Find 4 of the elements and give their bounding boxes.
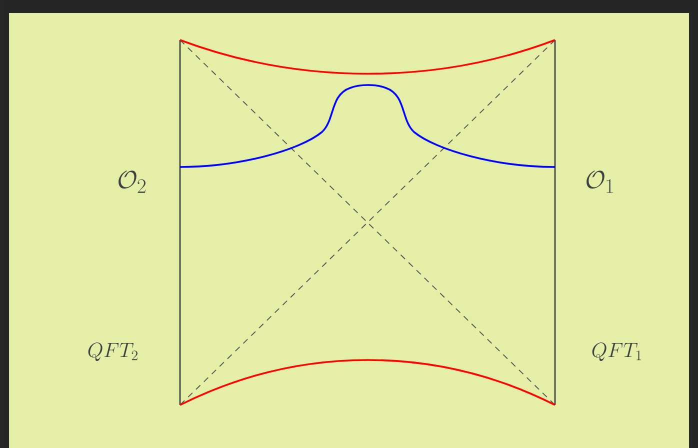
boundary-label: $QFT_1$ [592, 342, 641, 362]
boundary-label: $QFT_2$ [88, 342, 138, 362]
operator-label: $\mathcal{O}_2$ [118, 170, 146, 193]
operator-label: $\mathcal{O}_1$ [586, 170, 613, 193]
